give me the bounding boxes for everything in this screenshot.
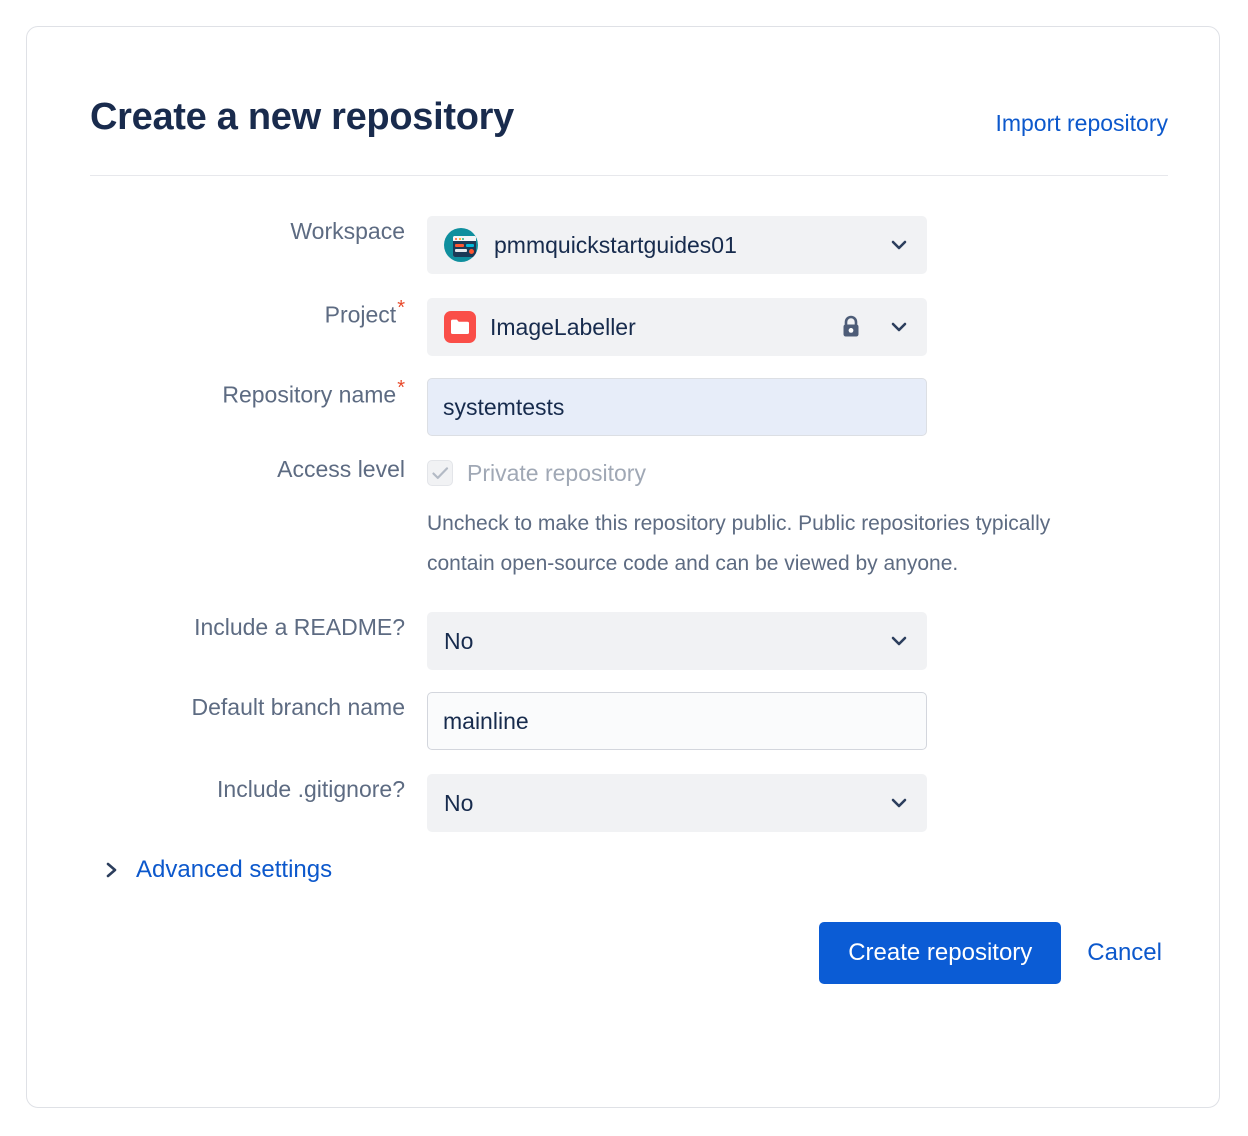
access-level-help-text: Uncheck to make this repository public. … [427, 512, 1051, 575]
repository-name-label: Repository name* [222, 377, 405, 408]
advanced-settings-label: Advanced settings [136, 856, 333, 883]
workspace-select[interactable]: pmmquickstartguides01 [427, 216, 927, 274]
private-repository-label: Private repository [467, 459, 646, 486]
page-title: Create a new repository [90, 96, 514, 138]
chevron-down-icon [888, 234, 910, 256]
project-row: Project* ImageLabeller [90, 298, 1168, 356]
access-level-row: Access level Private repository Uncheck … [90, 454, 1168, 584]
include-gitignore-label: Include .gitignore? [217, 776, 405, 802]
cancel-button[interactable]: Cancel [1081, 938, 1168, 968]
repository-name-required-marker: * [397, 377, 405, 399]
private-repository-checkbox-wrap: Private repository [427, 454, 1168, 492]
include-gitignore-select[interactable]: No [427, 774, 927, 832]
workspace-avatar-icon [444, 228, 478, 262]
workspace-row: Workspace pmmquickstartguid [90, 216, 1168, 274]
advanced-settings-toggle[interactable]: Advanced settings [104, 856, 332, 884]
create-repository-card: Create a new repository Import repositor… [26, 26, 1220, 1108]
include-gitignore-row: Include .gitignore? No [90, 774, 1168, 832]
project-select[interactable]: ImageLabeller [427, 298, 927, 356]
lock-icon [838, 313, 864, 341]
folder-icon [444, 311, 476, 343]
include-readme-select[interactable]: No [427, 612, 927, 670]
include-readme-row: Include a README? No [90, 612, 1168, 670]
card-header: Create a new repository Import repositor… [90, 83, 1168, 176]
access-level-label: Access level [277, 456, 405, 482]
repository-name-input[interactable] [427, 378, 927, 436]
chevron-down-icon [888, 316, 910, 338]
project-label: Project* [324, 297, 405, 328]
include-gitignore-value: No [444, 789, 474, 816]
workspace-value: pmmquickstartguides01 [494, 231, 737, 258]
chevron-down-icon [888, 792, 910, 814]
import-repository-link[interactable]: Import repository [995, 110, 1168, 136]
project-value: ImageLabeller [490, 313, 636, 340]
project-required-marker: * [397, 297, 405, 319]
form-actions: Create repository Cancel [90, 922, 1168, 984]
default-branch-input[interactable] [427, 692, 927, 750]
repository-name-row: Repository name* [90, 378, 1168, 436]
include-readme-label: Include a README? [194, 614, 405, 640]
private-repository-checkbox [427, 460, 453, 486]
chevron-down-icon [888, 630, 910, 652]
create-repository-button[interactable]: Create repository [819, 922, 1062, 984]
chevron-right-icon [104, 859, 120, 881]
workspace-label: Workspace [290, 218, 405, 244]
include-readme-value: No [444, 627, 474, 654]
create-repository-form: Workspace pmmquickstartguid [90, 176, 1168, 984]
default-branch-label: Default branch name [191, 694, 405, 720]
default-branch-row: Default branch name [90, 692, 1168, 750]
